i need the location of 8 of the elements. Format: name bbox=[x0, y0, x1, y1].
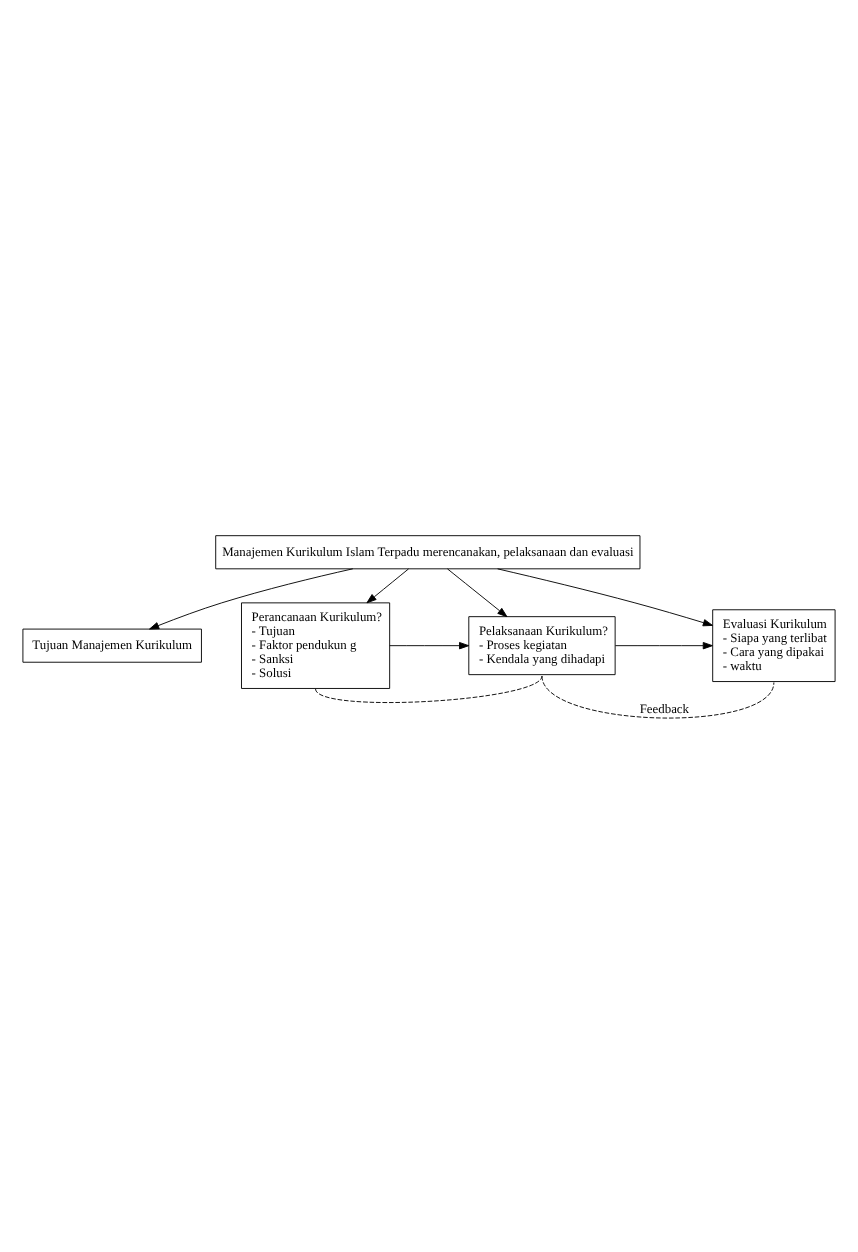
arrow bbox=[447, 567, 508, 617]
connector bbox=[541, 674, 775, 718]
connector bbox=[315, 674, 543, 702]
arrow bbox=[389, 641, 470, 649]
arrow bbox=[149, 567, 354, 629]
arrow bbox=[614, 641, 713, 649]
arrow bbox=[366, 567, 409, 603]
arrow bbox=[497, 567, 713, 626]
